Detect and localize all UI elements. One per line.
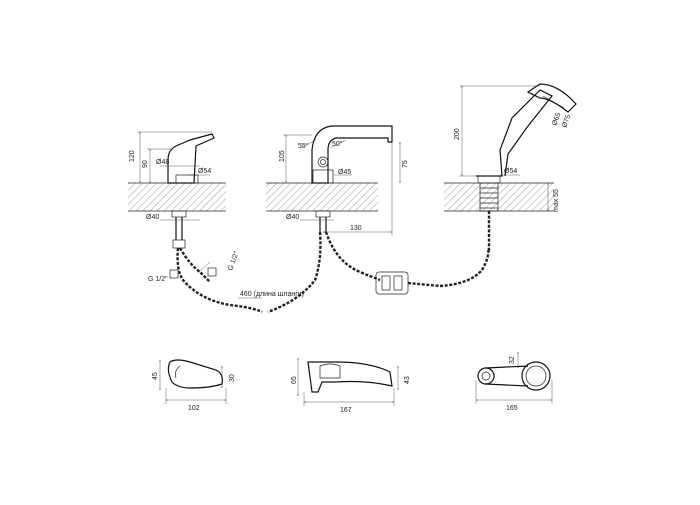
- mixer-d40-label: Ø40: [146, 214, 159, 221]
- spout-130-label: 130: [350, 225, 362, 232]
- plan-view-mixer: 45 30 102: [152, 359, 236, 412]
- plan3-32-label: 32: [509, 356, 516, 364]
- mixer-g-right-label: G 1/2": [227, 250, 240, 271]
- spout-hose-left: [267, 231, 322, 314]
- shower-view: 200 Ø65 Ø75 Ø54 max 55: [444, 83, 577, 252]
- mixer-hose-left: [176, 247, 263, 314]
- spout-ang55-label: 55°: [298, 142, 309, 150]
- shower-handle: [476, 89, 553, 177]
- spout-d40-label: Ø40: [286, 214, 299, 221]
- shower-head: [526, 83, 577, 113]
- plan2-43-label: 43: [404, 376, 411, 384]
- mixer-body: [167, 133, 215, 184]
- mixer-d54-label: Ø54: [198, 168, 211, 175]
- plan3-165-label: 165: [506, 405, 518, 412]
- spout-d45-label: Ø45: [338, 169, 351, 176]
- spout-ang50-label: 50°: [332, 140, 343, 148]
- plan2-65-label: 65: [291, 376, 298, 384]
- mixer-g-left-label: G 1/2": [148, 276, 168, 283]
- countertop-hatch-2: [266, 183, 378, 211]
- mixer-d48-label: Ø48: [156, 159, 169, 166]
- plan2-167-label: 167: [340, 407, 352, 414]
- hose-length-label: 460 (длина шланги): [240, 291, 304, 298]
- spout-hose-right: [324, 231, 381, 282]
- shower-d75-label: Ø75: [561, 114, 572, 129]
- spout-body: [311, 125, 393, 184]
- shower-d54-label: Ø54: [504, 168, 517, 175]
- countertop-hatch-1: [128, 183, 226, 211]
- diverter-block: [375, 271, 409, 295]
- plan1-45-label: 45: [152, 372, 159, 380]
- mixer-h90-label: 90: [142, 160, 149, 168]
- diverter-hose: [407, 247, 490, 288]
- shower-h200-label: 200: [454, 128, 461, 140]
- plan-view-shower: 32 165: [475, 352, 553, 412]
- mixer-view: 120 90 Ø48 Ø54 Ø40 G 1/2" G 1/2" 460 (дл…: [128, 131, 304, 314]
- plan1-102-label: 102: [188, 405, 200, 412]
- shower-max55-label: max 55: [553, 189, 560, 212]
- shower-d65-label: Ø65: [551, 112, 562, 127]
- mixer-h120-label: 120: [129, 150, 136, 162]
- spout-view: 105 55° 50° Ø45 75 Ø40 130: [266, 125, 490, 314]
- countertop-hatch-3: [444, 183, 554, 211]
- mixer-hose-right: [178, 247, 211, 283]
- spout-h105-label: 105: [279, 150, 286, 162]
- plan-view-spout: 65 43 167: [291, 358, 411, 414]
- plan1-30-label: 30: [229, 374, 236, 382]
- spout-h75-label: 75: [402, 160, 409, 168]
